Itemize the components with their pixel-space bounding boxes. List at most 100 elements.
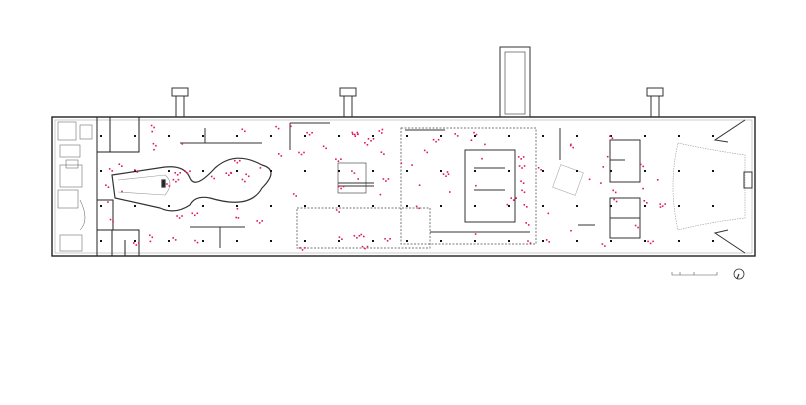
marker [661,205,664,207]
column [168,170,170,172]
marker [210,175,213,178]
marker [521,189,523,192]
marker [523,191,526,194]
marker [239,159,241,162]
marker [545,239,548,241]
roof-towers [171,46,664,118]
marker [411,164,413,166]
column [712,135,714,137]
column [202,240,204,242]
column [678,170,680,172]
marker [152,142,155,145]
column [576,205,578,207]
marker [473,131,475,134]
marker [295,195,297,197]
column [372,240,374,242]
column [508,170,510,172]
marker [656,179,659,181]
tower-2 [339,87,357,117]
marker [340,158,342,160]
marker [109,218,112,221]
marker [523,204,526,206]
tall-tower [499,46,531,118]
marker [642,187,644,190]
marker [351,170,353,172]
marker [611,137,614,139]
marker [525,222,527,224]
marker [570,229,572,232]
marker [385,180,387,182]
marker [177,178,180,181]
column [406,240,408,242]
marker [570,143,572,146]
column [712,170,714,172]
marker [186,172,189,174]
marker [189,170,191,172]
marker [358,235,361,237]
marker [184,170,186,172]
marker [299,247,301,249]
marker [340,187,342,190]
marker [191,212,194,215]
column [372,135,374,137]
column [304,135,306,137]
marker [515,197,517,199]
marker [614,191,617,194]
marker [379,193,382,196]
marker [470,139,473,141]
tower-3 [646,87,664,117]
marker [664,203,666,205]
marker [569,144,572,147]
column [644,240,646,242]
marker [176,174,179,176]
column [508,205,510,207]
marker [258,222,261,224]
column [236,205,238,207]
column [338,135,340,137]
column [270,240,272,242]
marker [136,171,139,173]
marker [366,144,369,146]
marker [247,175,250,178]
column [372,170,374,172]
marker [352,133,354,135]
marker [121,190,123,193]
marker [213,177,215,180]
marker [387,178,390,180]
marker [481,157,483,160]
marker [383,153,385,155]
marker [366,245,369,248]
marker [602,166,605,168]
marker [537,167,540,169]
marker [176,215,178,217]
building-outline [51,116,756,257]
marker [353,235,356,237]
marker [659,206,662,208]
marker [423,149,426,152]
marker [522,182,525,184]
marker [475,184,477,187]
marker [356,131,359,134]
marker [612,189,614,192]
column [270,205,272,207]
column [542,170,544,172]
interior-walls [180,119,753,254]
column [644,170,646,172]
marker [518,165,521,167]
marker [196,241,199,244]
column [644,135,646,137]
marker [449,191,451,193]
marker [506,203,509,206]
column [304,170,306,172]
marker [298,151,300,154]
column [712,240,714,242]
marker [652,240,654,243]
marker [609,135,611,137]
column [406,170,408,172]
marker [275,125,277,128]
column [678,240,680,242]
marker [172,178,175,181]
column [168,205,170,207]
marker [588,178,591,181]
marker [361,245,364,248]
